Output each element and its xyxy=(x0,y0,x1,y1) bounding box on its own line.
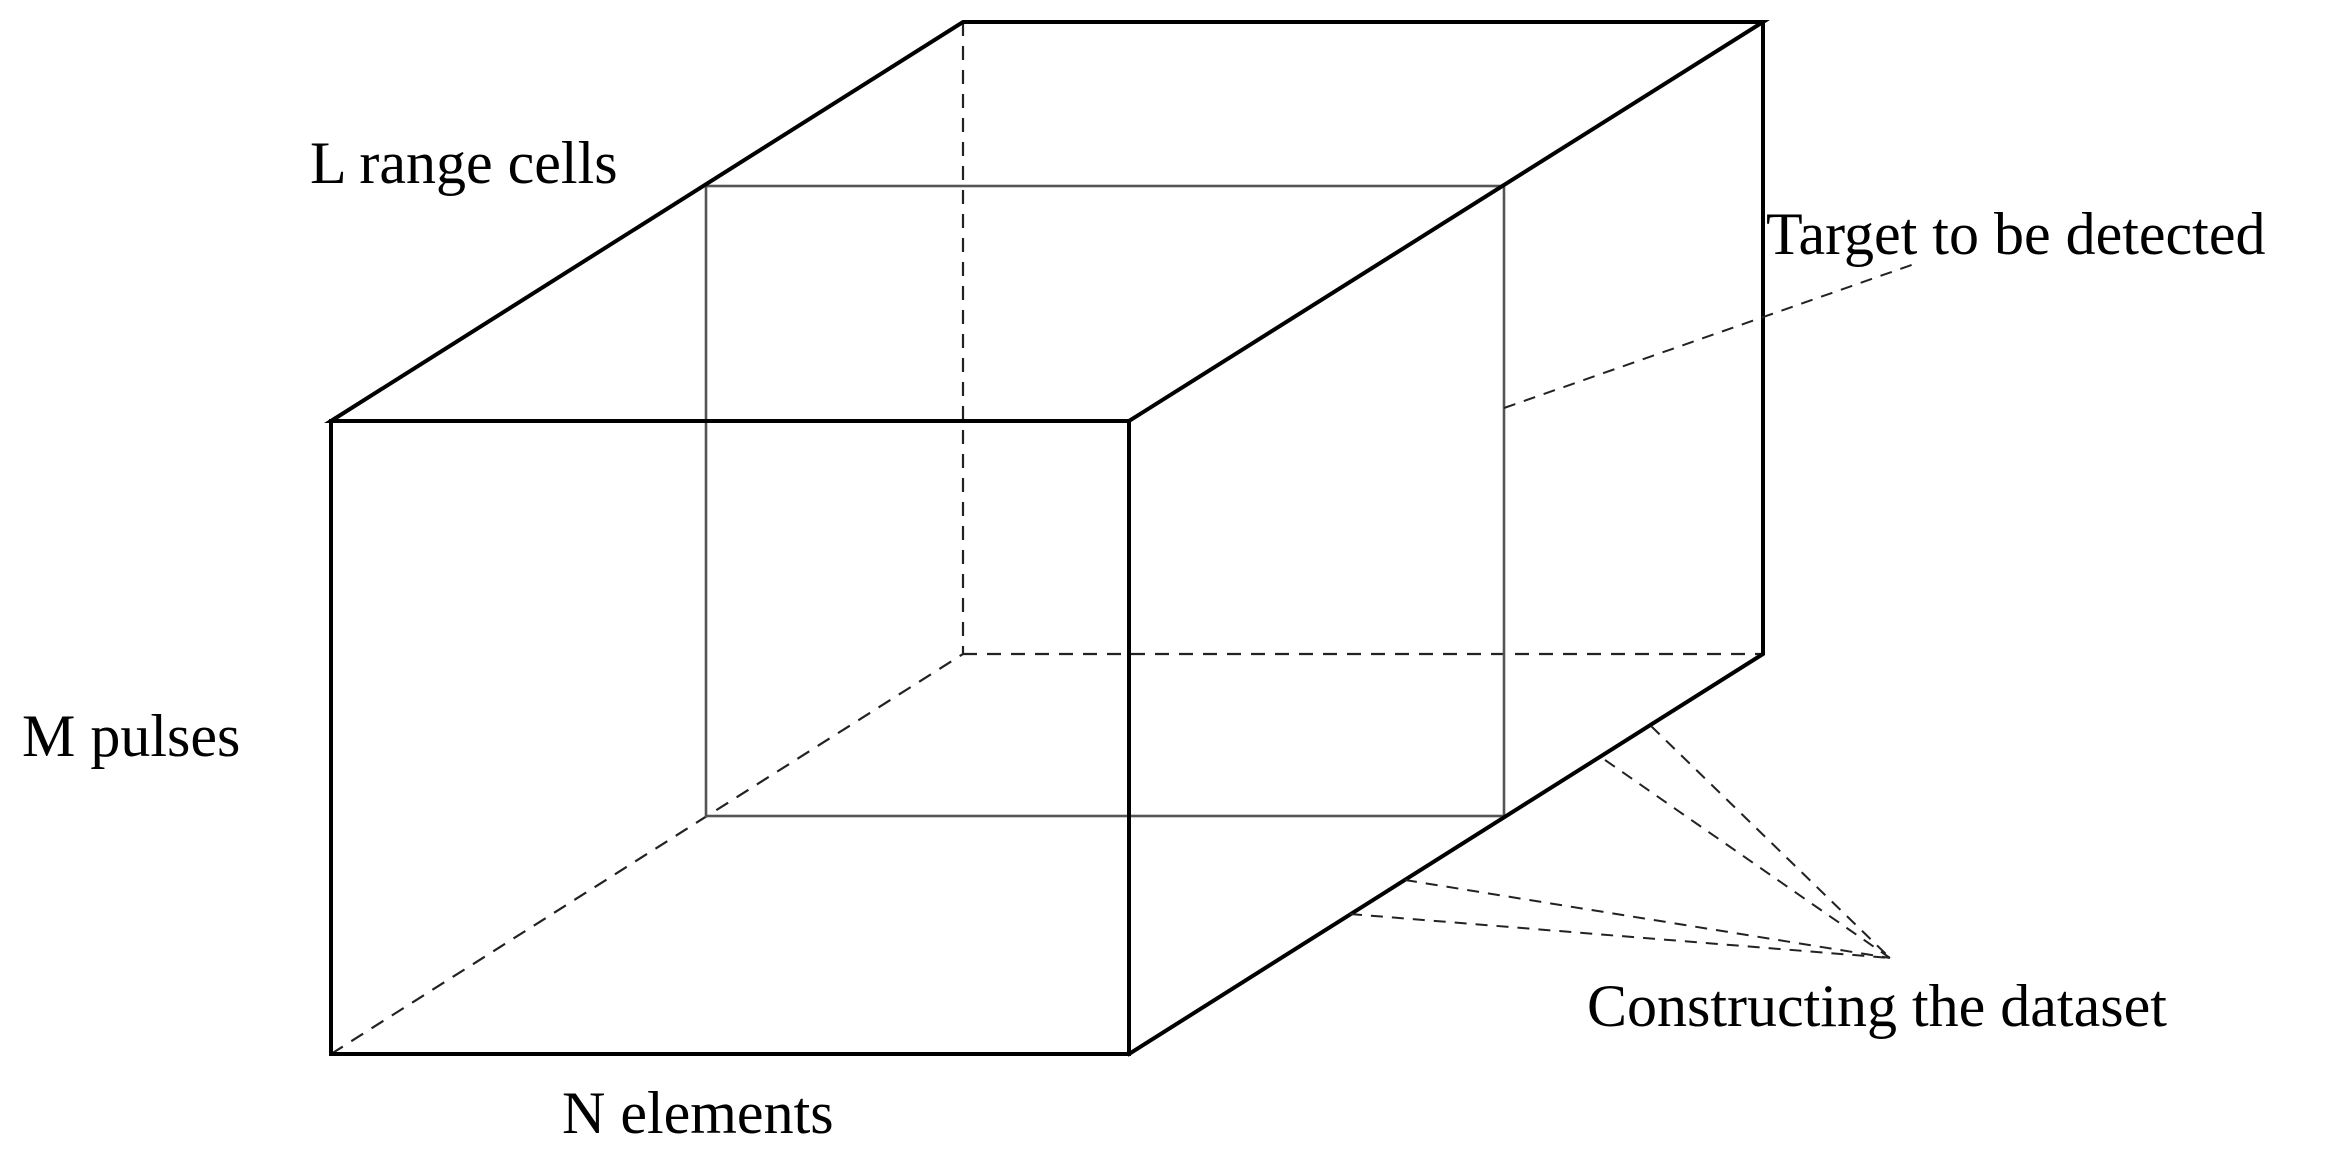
range-cells-label: L range cells xyxy=(310,130,618,196)
target-label: Target to be detected xyxy=(1766,201,2265,267)
visible-edges xyxy=(324,20,1770,1057)
cube-right-face-edges xyxy=(1126,20,1765,1057)
hidden-edge-bottom-depth xyxy=(330,653,964,1055)
target-leader-line xyxy=(1503,261,1921,409)
dataset-leader-line-1 xyxy=(1650,725,1891,959)
dataset-leader-line-3 xyxy=(1404,879,1891,959)
dataset-leader-line-4 xyxy=(1349,913,1891,959)
pulses-label: M pulses xyxy=(22,703,240,769)
dataset-label: Constructing the dataset xyxy=(1587,973,2167,1039)
dataset-leader-line-2 xyxy=(1604,759,1891,959)
cube-top-face xyxy=(324,20,1770,423)
target-region-box xyxy=(704,184,1506,818)
leader-lines xyxy=(1349,261,1921,959)
cube-front-face xyxy=(329,419,1131,1056)
elements-label: N elements xyxy=(562,1080,834,1146)
hidden-edges xyxy=(330,22,1763,1055)
